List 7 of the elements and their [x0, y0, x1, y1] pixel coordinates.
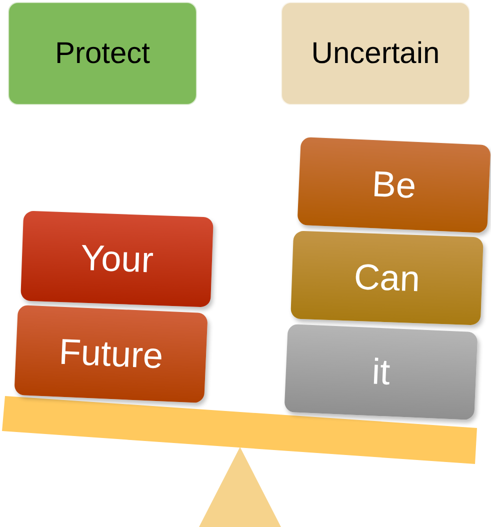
- word-block: Future: [14, 304, 208, 404]
- word-block: Uncertain: [281, 2, 470, 105]
- word-block: Be: [297, 136, 491, 234]
- word-block: Can: [290, 230, 484, 326]
- word-block: Protect: [8, 2, 197, 105]
- word-block: it: [284, 324, 478, 420]
- word-block: Your: [20, 210, 214, 308]
